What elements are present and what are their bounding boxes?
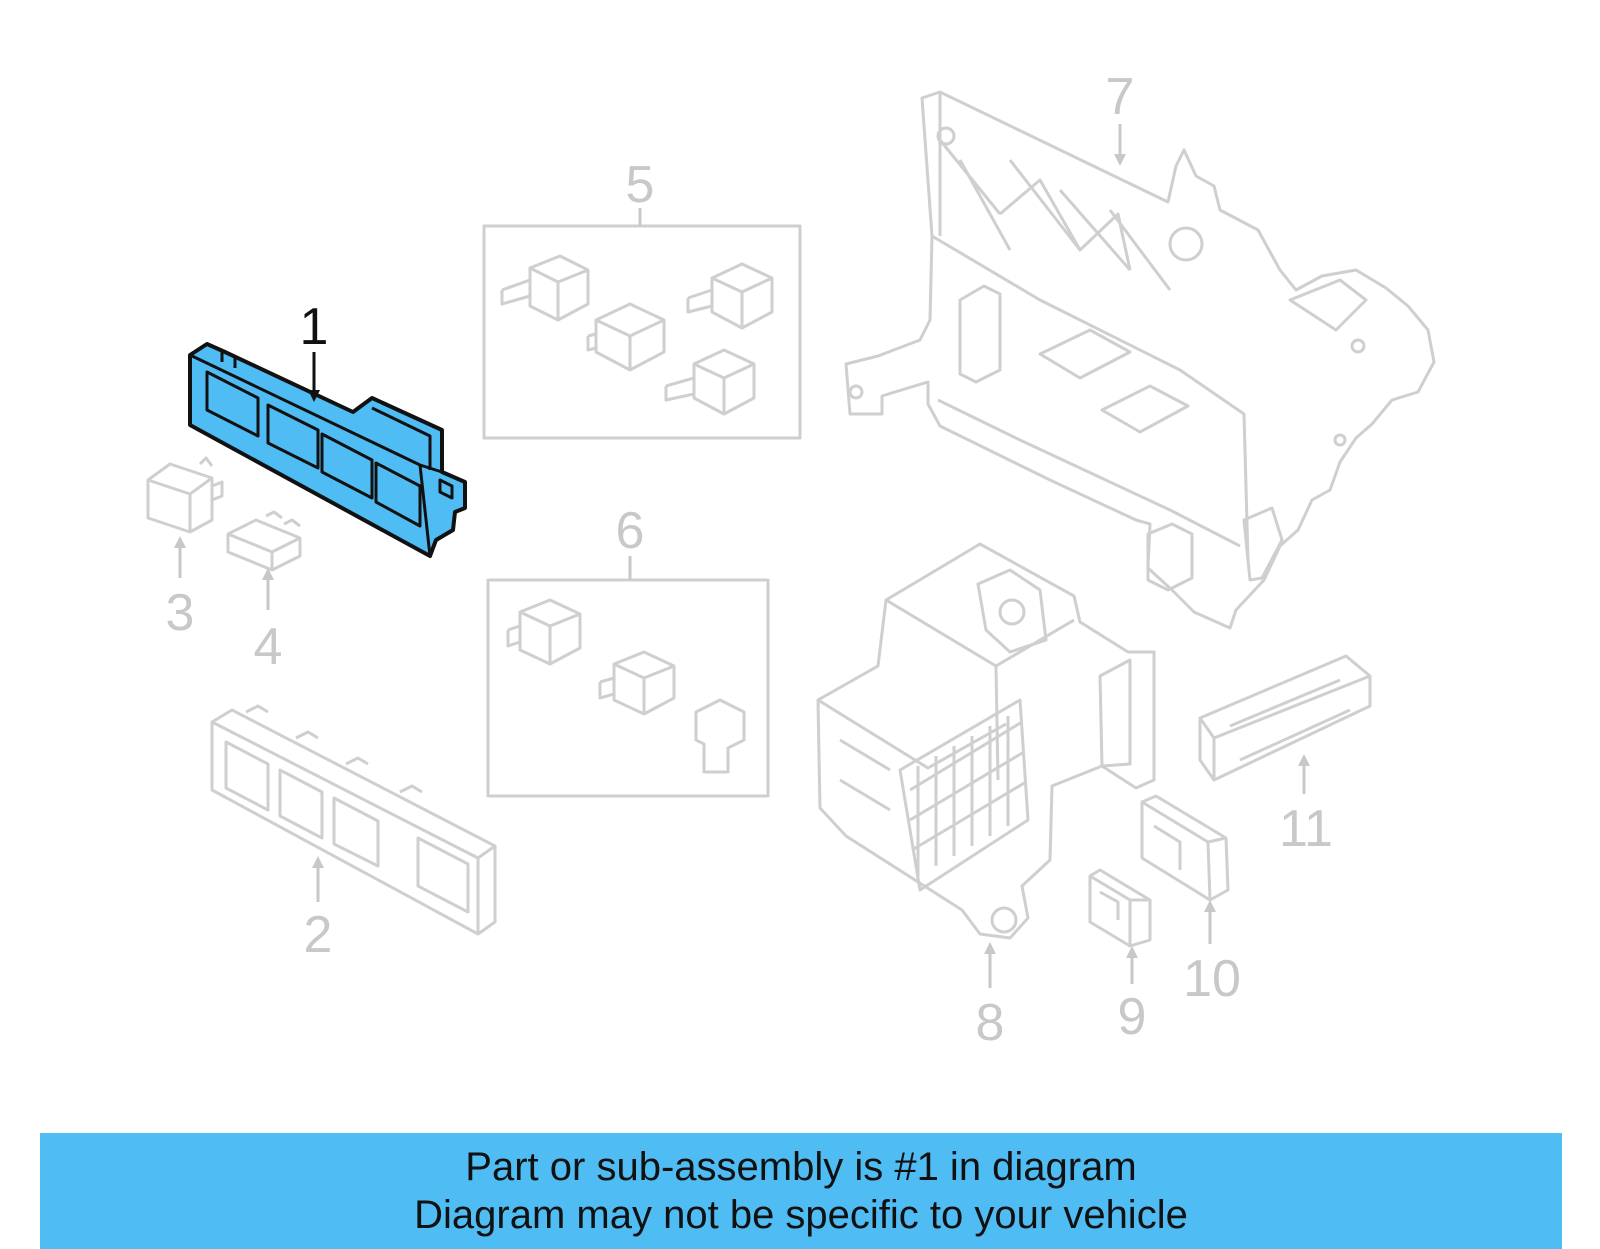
callout-label-3: 3 — [166, 584, 195, 642]
callout-label-1: 1 — [300, 298, 329, 356]
callout-label-8: 8 — [976, 994, 1005, 1052]
part-3-relay[interactable] — [146, 456, 224, 534]
part-11-strip[interactable] — [1198, 654, 1372, 782]
callout-label-4: 4 — [254, 618, 283, 676]
part-5-relay-set[interactable] — [482, 224, 802, 440]
part-2-fuse-box[interactable] — [210, 704, 497, 936]
parts-diagram: 1 2 3 4 5 6 7 8 9 10 11 — [146, 68, 1436, 1052]
part-5-relay-c — [686, 262, 774, 330]
part-1-fuse-box[interactable] — [188, 342, 467, 558]
callout-arrows — [174, 124, 1310, 988]
callout-label-10: 10 — [1183, 950, 1241, 1008]
banner-line-part: Part or sub-assembly is #1 in diagram — [465, 1145, 1137, 1189]
part-9-fuse[interactable] — [1088, 868, 1152, 948]
part-6-bracket — [694, 698, 746, 774]
part-6-relay-a — [506, 598, 582, 666]
callout-labels: 1 2 3 4 5 6 7 8 9 10 11 — [166, 68, 1333, 1052]
part-6-relay-b — [598, 650, 676, 716]
banner-line-disclaimer: Diagram may not be specific to your vehi… — [414, 1193, 1188, 1237]
part-7-bracket[interactable] — [844, 90, 1436, 630]
part-5-relay-b — [586, 302, 666, 372]
part-8-housing[interactable] — [816, 542, 1156, 940]
part-10-fuse[interactable] — [1140, 794, 1230, 902]
callout-label-6: 6 — [616, 502, 645, 560]
info-banner: Part or sub-assembly is #1 in diagram Di… — [40, 1133, 1562, 1249]
callout-label-5: 5 — [626, 156, 655, 214]
part-4-connector[interactable] — [226, 510, 302, 572]
part-5-relay-d — [664, 348, 756, 416]
part-5-relay-a — [500, 254, 590, 322]
callout-label-9: 9 — [1118, 988, 1147, 1046]
callout-label-2: 2 — [304, 906, 333, 964]
callout-label-11: 11 — [1279, 800, 1333, 858]
part-6-relay-set[interactable] — [486, 578, 770, 798]
callout-label-7: 7 — [1106, 68, 1135, 126]
